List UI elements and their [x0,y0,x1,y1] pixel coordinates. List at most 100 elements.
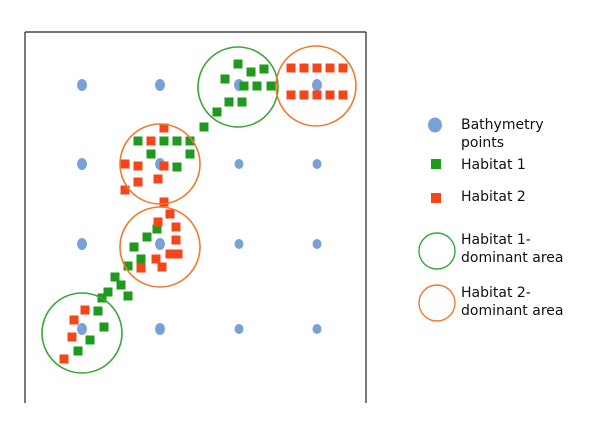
habitat-1-point [146,149,156,159]
bathymetry-point [312,324,322,334]
habitat-1-point [252,81,262,91]
habitat-1-point [199,122,209,132]
legend-habitat2-area-label-2: dominant area [461,303,563,319]
bathymetry-point [77,323,87,335]
bathymetry-point [234,239,244,249]
legend-habitat2-area-label-1: Habitat 2- [461,285,531,301]
habitat-1-dominant-area [197,46,279,128]
habitat-2-point [171,222,181,232]
legend-habitat1-area-marker [418,232,456,270]
habitat-2-point [67,332,77,342]
habitat-1-point [103,287,113,297]
legend-bathymetry-label-1: Bathymetry [461,117,544,133]
habitat-2-point [136,263,146,273]
habitat-1-point [233,59,243,69]
habitat-2-point [338,90,348,100]
bathymetry-point [312,159,322,169]
bathymetry-point [155,79,165,91]
legend-habitat2-area-marker [418,284,456,322]
habitat-1-point [185,136,195,146]
habitat-1-point [152,224,162,234]
habitat-1-point [99,322,109,332]
legend-habitat2-marker [431,193,441,203]
habitat-2-point [286,63,296,73]
bathymetry-point [155,323,165,335]
habitat-1-point [93,306,103,316]
legend: Bathymetry points Habitat 1 Habitat 2 Ha… [418,117,563,322]
habitat-2-point [338,63,348,73]
habitat-2-point [151,254,161,264]
habitat-2-point [153,174,163,184]
habitat-1-point [259,64,269,74]
habitat-1-point [110,272,120,282]
habitat-1-point [73,346,83,356]
habitat-2-point [325,90,335,100]
habitat-2-point [69,315,79,325]
habitat-1-point [239,81,249,91]
habitat-1-point [220,74,230,84]
habitat-1-point [123,291,133,301]
habitat-2-point [165,249,175,259]
habitat-2-points [59,63,348,364]
habitat-2-point [173,249,183,259]
plot-frame [24,31,367,403]
habitat-1-point [185,149,195,159]
bathymetry-point [234,324,244,334]
legend-habitat2-label: Habitat 2 [461,189,526,205]
habitat-1-point [266,81,276,91]
habitat-2-point [165,209,175,219]
legend-bathymetry-label-2: points [461,135,504,151]
legend-habitat1-area-label-1: Habitat 1- [461,232,531,248]
habitat-2-point [59,354,69,364]
habitat-2-point [159,161,169,171]
habitat-2-point [159,123,169,133]
habitat-1-point [172,162,182,172]
bathymetry-point [234,159,244,169]
habitat-2-point [133,161,143,171]
habitat-2-point [120,185,130,195]
bathymetry-point [77,79,87,91]
bathymetry-point [312,239,322,249]
habitat-1-point [246,67,256,77]
habitat-2-point [312,90,322,100]
habitat-1-point [142,232,152,242]
habitat-2-point [325,63,335,73]
habitat-2-point [157,262,167,272]
bathymetry-point [155,238,165,250]
habitat-2-point [153,217,163,227]
habitat-1-point [85,335,95,345]
habitat-1-point [172,136,182,146]
habitat-1-point [237,97,247,107]
legend-bathymetry-marker [428,117,442,133]
dominant-areas [41,45,357,374]
habitat-1-point [123,261,133,271]
habitat-2-point [286,90,296,100]
habitat-2-point [159,197,169,207]
habitat-2-dominant-area [119,206,201,288]
habitat-1-dominant-area [41,292,123,374]
habitat-2-point [171,235,181,245]
habitat-2-point [80,305,90,315]
bathymetry-points [77,79,322,335]
legend-habitat1-label: Habitat 1 [461,157,526,173]
habitat-1-point [212,107,222,117]
habitat-1-point [224,97,234,107]
habitat-1-points [73,59,276,356]
habitat-2-point [146,136,156,146]
legend-habitat1-area-label-2: dominant area [461,250,563,266]
habitat-1-point [133,136,143,146]
bathymetry-point [312,79,322,91]
bathymetry-point [77,158,87,170]
habitat-1-point [129,242,139,252]
habitat-2-dominant-area [119,123,201,205]
habitat-2-point [312,63,322,73]
habitat-2-point [120,159,130,169]
habitat-2-point [299,90,309,100]
legend-habitat1-marker [431,159,441,169]
habitat-1-point [136,254,146,264]
habitat-1-point [159,136,169,146]
habitat-2-dominant-area [275,45,357,127]
habitat-2-point [299,63,309,73]
habitat-1-point [116,280,126,290]
